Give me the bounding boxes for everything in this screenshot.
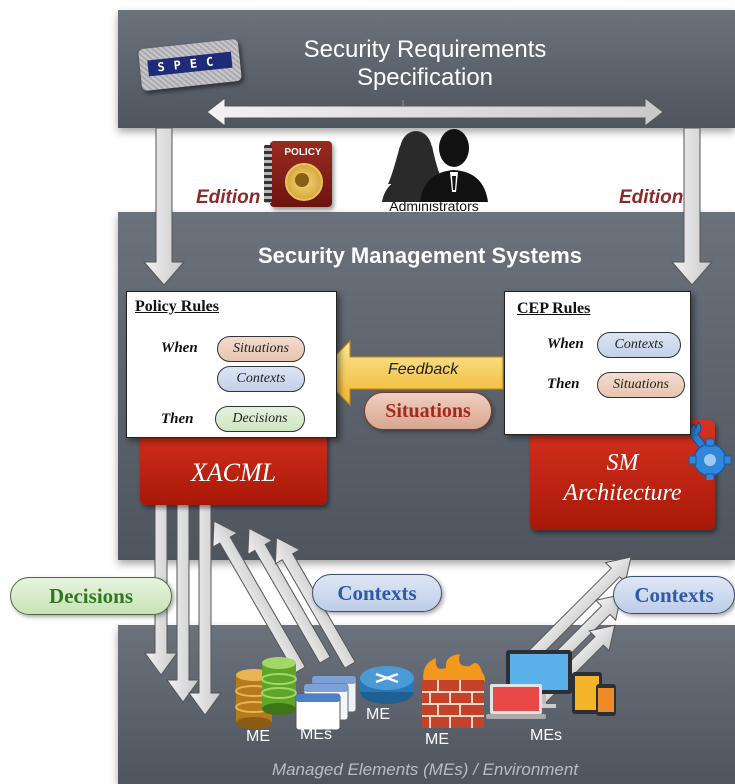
top-panel-title-line2: Specification [356,64,494,91]
cep-rules-heading: CEP Rules [517,300,591,317]
top-panel-title-line1: Security Requirements [303,36,547,63]
feedback-label: Feedback [388,361,459,378]
wrench-gear-icon [682,420,732,482]
double-arrow [206,96,664,128]
edition-left-label: Edition [196,187,261,208]
right-down-arrow [670,127,714,286]
middle-panel-title: Security Management Systems [257,243,583,268]
administrators-label: Administrators [389,198,479,214]
bottom-panel-caption: Managed Elements (MEs) / Environment [271,760,579,779]
policy-when-label: When [161,340,198,356]
policy-situations-pill: Situations [217,336,305,362]
left-down-arrow [142,127,186,286]
mes-label-devices: MEs [530,727,562,744]
sm-label-line1: SM [606,450,639,476]
administrators-icon [378,126,490,202]
policy-rules-heading: Policy Rules [135,298,219,315]
policy-rules-card: Policy Rules When Situations Contexts Th… [126,291,337,438]
me-label-firewall: ME [425,731,449,748]
policy-then-label: Then [161,411,194,427]
contexts-pill-right: Contexts [613,576,735,614]
feedback-arrow [317,339,504,407]
cep-rules-card: CEP Rules When Contexts Then Situations [504,291,691,435]
cep-contexts-pill: Contexts [597,332,681,358]
decisions-pill: Decisions [10,577,172,615]
database-icon [232,655,304,731]
policy-contexts-pill: Contexts [217,366,305,392]
contexts-pill-left: Contexts [312,574,442,612]
router-icon [358,664,416,706]
cep-when-label: When [547,336,584,352]
situations-pill: Situations [364,392,492,430]
firewall-icon [416,654,490,730]
window-icon [294,672,360,736]
policy-book-icon: POLICY [264,137,340,209]
policy-decisions-pill: Decisions [215,406,305,432]
cep-then-label: Then [547,376,580,392]
mes-label-windows: MEs [300,726,332,743]
me-label-router: ME [366,706,390,723]
me-label-database: ME [246,728,270,745]
policy-icon-text: POLICY [284,147,322,158]
edition-right-label: Edition [619,187,684,208]
sm-label-line2: Architecture [563,480,682,506]
sm-architecture-box: SM Architecture [530,420,715,530]
cep-situations-pill: Situations [597,372,685,398]
xacml-label: XACML [190,458,277,487]
devices-icon [486,648,620,722]
